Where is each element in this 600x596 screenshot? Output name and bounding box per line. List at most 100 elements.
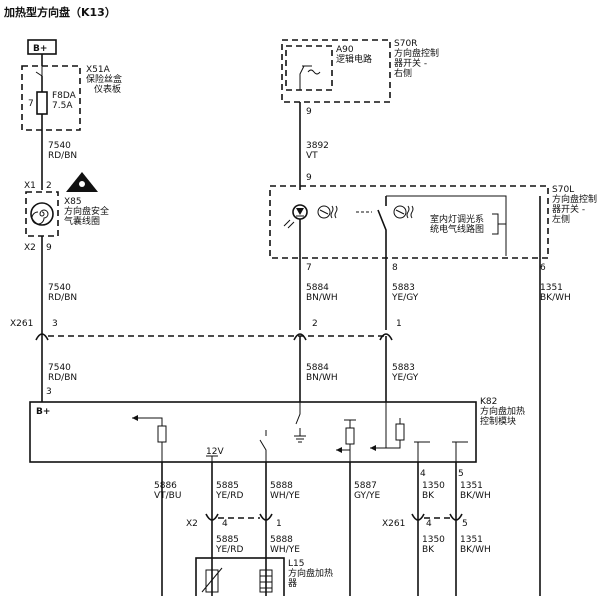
fuse-f8da — [36, 91, 48, 115]
wire-1351-color-a: BK/WH — [540, 293, 571, 303]
wire-1350-color-b: BK — [422, 545, 435, 555]
x85-pin-bot: 9 — [46, 243, 52, 253]
fuse-pin: 7 — [28, 99, 34, 109]
connector-x2-1 — [259, 513, 273, 521]
switch-s70l-box — [269, 185, 549, 259]
heating-element-icon — [259, 569, 273, 593]
wire-3892-num: 3892 — [306, 141, 329, 151]
x261-pin-5: 5 — [462, 519, 468, 529]
power-source-label: B+ — [33, 44, 47, 54]
x2-id: X2 — [186, 519, 198, 529]
x85-conn-bot: X2 — [24, 243, 36, 253]
heater-switch-icon — [393, 205, 407, 219]
wire-5885-num-b: 5885 — [216, 535, 239, 545]
s70l-pin-7: 7 — [306, 263, 312, 273]
a90-desc: 逻辑电路 — [336, 53, 372, 65]
s70r-desc-2: 器开关 - — [394, 57, 427, 69]
wire-1350-num-a: 1350 — [422, 481, 445, 491]
k82-bplus: B+ — [36, 407, 50, 417]
heater-l15 — [195, 557, 285, 596]
wire-5887-color: GY/YE — [354, 491, 381, 501]
wire-3892-color: VT — [306, 151, 318, 161]
wire-5888-num-b: 5888 — [270, 535, 293, 545]
wire-5888-color-b: WH/YE — [270, 545, 300, 555]
wire-1350-num-b: 1350 — [422, 535, 445, 545]
resistor-icon — [157, 425, 167, 443]
a90-id: A90 — [336, 45, 354, 55]
wire-7540-color-c: RD/BN — [48, 373, 77, 383]
s70l-desc-3: 左侧 — [552, 213, 570, 225]
k82-desc-2: 控制模块 — [480, 415, 516, 427]
k82-pin-3: 3 — [46, 387, 52, 397]
wire-1351-num-a: 1351 — [540, 283, 563, 293]
x85-desc-2: 气囊线圈 — [64, 215, 100, 227]
x261-pin-1: 1 — [396, 319, 402, 329]
wire-1350-color-a: BK — [422, 491, 435, 501]
fuse-id: F8DA — [52, 91, 77, 101]
wire-1351-color-c: BK/WH — [460, 545, 491, 555]
wire-5884-color-b: BN/WH — [306, 373, 338, 383]
fuse-block-id: X51A — [86, 65, 111, 75]
l15-desc-1: 方向盘加热 — [288, 567, 333, 579]
x2-pin-4: 4 — [222, 519, 228, 529]
wire-5884-color-a: BN/WH — [306, 293, 338, 303]
wire-5886-color: VT/BU — [154, 491, 181, 501]
wire-1351-num-c: 1351 — [460, 535, 483, 545]
s70l-ref-1: 室内灯调光系 — [430, 213, 484, 225]
s70r-desc-3: 右侧 — [394, 67, 412, 79]
fuse-block-x51a — [21, 65, 81, 131]
x85-id: X85 — [64, 197, 82, 207]
module-k82 — [29, 401, 477, 463]
heater-lamp-icon — [317, 205, 331, 219]
wire-5885-color-a: YE/RD — [215, 491, 243, 501]
s70r-desc-1: 方向盘控制 — [394, 47, 439, 59]
wire-7540-num-a: 7540 — [48, 141, 71, 151]
k82-pin-4: 4 — [420, 469, 426, 479]
wire-5884-num-b: 5884 — [306, 363, 329, 373]
wire-7540-color-b: RD/BN — [48, 293, 77, 303]
diagram-title: 加热型方向盘（K13） — [3, 5, 116, 19]
k82-desc-1: 方向盘加热 — [480, 405, 525, 417]
fuse-block-desc-2: 仪表板 — [94, 83, 121, 95]
s70l-id: S70L — [552, 185, 574, 195]
connector-x261-3 — [35, 333, 49, 341]
wire-5883-num-b: 5883 — [392, 363, 415, 373]
x85-desc-1: 方向盘安全 — [64, 205, 109, 217]
x2-pin-1: 1 — [276, 519, 282, 529]
l15-id: L15 — [288, 559, 304, 569]
x261-id-b: X261 — [382, 519, 405, 529]
s70r-id: S70R — [394, 39, 417, 49]
x261-pin-2: 2 — [312, 319, 318, 329]
k82-id: K82 — [480, 397, 497, 407]
s70l-ref-2: 统电气线路图 — [430, 223, 484, 235]
l15-desc-2: 器 — [288, 578, 297, 589]
clockspring-icon — [30, 202, 54, 226]
connector-x2-4 — [205, 513, 219, 521]
fuse-rating: 7.5A — [52, 101, 73, 111]
wire-5884-num-a: 5884 — [306, 283, 329, 293]
x261-id-a: X261 — [10, 319, 33, 329]
wire-5883-num-a: 5883 — [392, 283, 415, 293]
s70l-desc-1: 方向盘控制 — [552, 193, 597, 205]
wire-3892-pin: 9 — [306, 173, 312, 183]
wire-5885-num-a: 5885 — [216, 481, 239, 491]
connector-x261-4 — [411, 513, 425, 521]
s70l-pin-6: 6 — [540, 263, 546, 273]
connector-x261-1 — [379, 333, 393, 341]
wire-7540-num-b: 7540 — [48, 283, 71, 293]
x85-conn-top: X1 — [24, 181, 36, 191]
wire-5888-num-a: 5888 — [270, 481, 293, 491]
wire-5888-color-a: WH/YE — [270, 491, 300, 501]
connector-x261-2 — [293, 333, 307, 341]
switch-s70r-box — [281, 39, 391, 103]
wire-1351-color-b: BK/WH — [460, 491, 491, 501]
s70l-desc-2: 器开关 - — [552, 203, 585, 215]
switch-contact-icon — [377, 196, 387, 258]
k82-12v: 12V — [206, 447, 224, 457]
wire-5885-color-b: YE/RD — [215, 545, 243, 555]
wire-7540-num-c: 7540 — [48, 363, 71, 373]
wire-5887-num: 5887 — [354, 481, 377, 491]
wire-1351-num-b: 1351 — [460, 481, 483, 491]
wire-7540-color-a: RD/BN — [48, 151, 77, 161]
logic-circuit-a90-box — [285, 45, 333, 91]
